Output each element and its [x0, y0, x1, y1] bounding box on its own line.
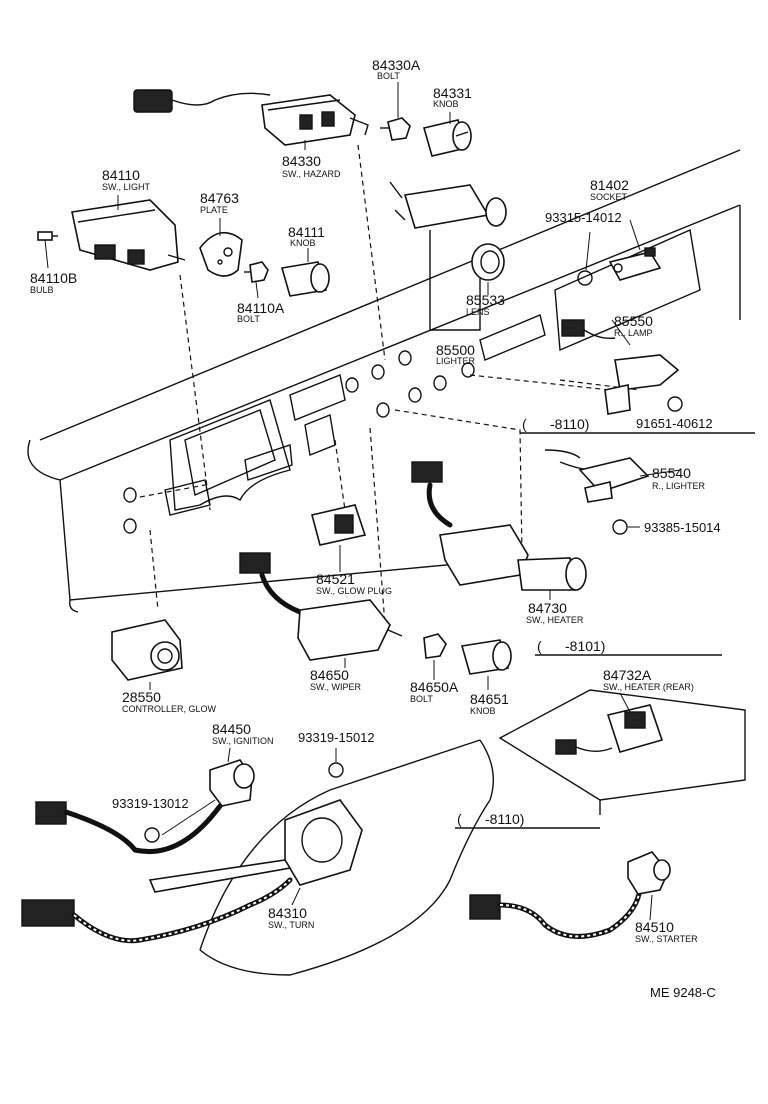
lighter-receptacle-85540: [544, 449, 650, 535]
screw-93315-14012-symbol: [577, 270, 593, 286]
bracket-label: ( -8110): [457, 811, 524, 827]
bolt-84330A: [380, 117, 411, 141]
rear-heater-switch-84732A: [498, 689, 746, 815]
heater-switch-84730: [411, 461, 587, 591]
fastener-number: 93319-13012: [112, 796, 189, 811]
part-number: 84330: [282, 153, 321, 169]
part-number: 81402: [590, 177, 629, 193]
glow-plug-switch-84521: [311, 504, 367, 546]
part-name: LENS: [466, 307, 490, 317]
part-name: SW., IGNITION: [212, 736, 274, 746]
part-number: 84732A: [603, 667, 652, 683]
part-number: 84110A: [237, 300, 285, 316]
part-number: 84330A: [372, 57, 421, 73]
bulb-84110B: [37, 231, 58, 241]
socket-81402: [608, 219, 662, 281]
part-number: 85533: [466, 292, 505, 308]
bracket-group-8110-bottom: ( -8110): [455, 811, 600, 829]
screw-93319-13012-symbol: [144, 827, 160, 843]
fastener-number: 93385-15014: [644, 520, 721, 535]
fastener-number: 91651-40612: [636, 416, 713, 431]
starter-switch-84510: [469, 851, 671, 939]
instrument-panel: [27, 149, 741, 613]
part-name: SW., WIPER: [310, 682, 362, 692]
turn-switch-harness: [21, 877, 293, 944]
part-number: 84651: [470, 691, 509, 707]
fastener-number: 93319-15012: [298, 730, 375, 745]
screw-93319-15012-symbol: [328, 762, 344, 778]
part-number: 84450: [212, 721, 251, 737]
part-number: 84111: [288, 224, 325, 240]
callout-leaders: [44, 82, 681, 921]
part-number: 84331: [433, 85, 472, 101]
part-number: 84510: [635, 919, 674, 935]
knob-84111: [280, 261, 330, 297]
assembly-guide-lines: [139, 144, 641, 626]
hazard-switch-84330: [133, 89, 369, 146]
bracket-label: ( -8110): [522, 416, 589, 432]
part-labels: 84330A BOLT 84331 KNOB 84330 SW., HAZARD…: [30, 57, 721, 1000]
bracket-group-8110-top: ( -8110): [520, 416, 755, 434]
part-name: LIGHTER: [436, 356, 476, 366]
plate-84763: [199, 231, 243, 277]
part-name: BULB: [30, 285, 54, 295]
part-number: 28550: [122, 689, 161, 705]
lighter-85500: [389, 181, 507, 331]
part-name: BOLT: [410, 694, 433, 704]
part-name: PLATE: [200, 205, 228, 215]
part-name: BOLT: [377, 71, 400, 81]
glow-controller-28550: [111, 619, 183, 681]
bolt-84110A: [244, 261, 269, 283]
part-name: R., LIGHTER: [652, 481, 706, 491]
knob-84651: [460, 639, 512, 675]
part-name: SW., HEATER (REAR): [603, 682, 694, 692]
part-name: SW., GLOW PLUG: [316, 586, 392, 596]
part-number: 84650: [310, 667, 349, 683]
lens-85533: [471, 243, 505, 281]
part-number: 84521: [316, 571, 355, 587]
bolt-84650A: [423, 633, 447, 659]
part-number: 85550: [614, 313, 653, 329]
bracket-group-8101: ( -8101): [535, 638, 722, 656]
knob-84331: [423, 119, 472, 157]
part-name: SW., HAZARD: [282, 169, 341, 179]
part-name: SW., TURN: [268, 920, 314, 930]
screw-93315-14012-leader: [585, 231, 591, 271]
fastener-number: 93315-14012: [545, 210, 622, 225]
part-name: SOCKET: [590, 192, 628, 202]
part-number: 84730: [528, 600, 567, 616]
bracket-label: ( -8101): [537, 638, 605, 654]
part-name: KNOB: [433, 99, 459, 109]
part-name: SW., LIGHT: [102, 182, 151, 192]
turn-switch-84310: [148, 799, 363, 893]
wiper-switch-84650: [239, 552, 403, 661]
light-switch-84110: [71, 199, 186, 271]
part-name: R., LAMP: [614, 328, 653, 338]
part-number: 84310: [268, 905, 307, 921]
part-name: BOLT: [237, 314, 260, 324]
part-number: 84763: [200, 190, 239, 206]
ignition-switch-84450: [35, 759, 255, 855]
drawing-code: ME 9248-C: [650, 985, 716, 1000]
lamp-85550: [561, 319, 683, 415]
part-name: KNOB: [470, 706, 496, 716]
part-name: KNOB: [290, 238, 316, 248]
part-name: CONTROLLER, GLOW: [122, 704, 217, 714]
part-number: 84110B: [30, 270, 77, 286]
part-number: 85500: [436, 342, 475, 358]
part-number: 84650A: [410, 679, 459, 695]
part-number: 84110: [102, 167, 140, 183]
part-name: SW., STARTER: [635, 934, 698, 944]
part-name: SW., HEATER: [526, 615, 584, 625]
part-number: 85540: [652, 465, 691, 481]
